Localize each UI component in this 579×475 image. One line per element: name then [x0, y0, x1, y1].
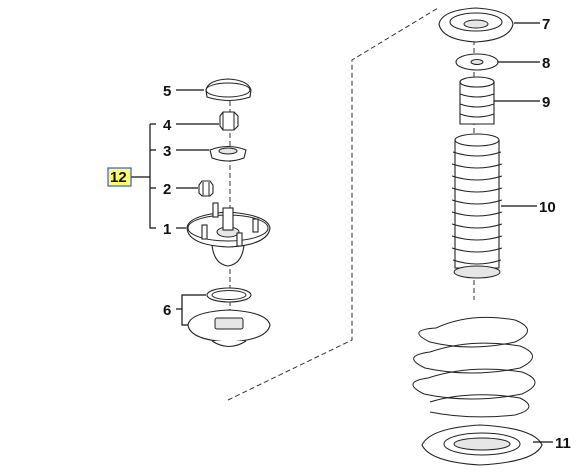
callout-labels: 5 4 3 2 1 6 12 7 8 9 10 11	[107, 16, 571, 452]
kit-12-highlight	[107, 167, 132, 187]
part-8-washer[interactable]	[455, 53, 499, 71]
assembly-reference-lines	[227, 7, 475, 401]
callout-12[interactable]: 12	[110, 169, 127, 186]
callout-1[interactable]: 1	[163, 221, 171, 238]
callout-4[interactable]: 4	[163, 117, 172, 134]
callout-3[interactable]: 3	[163, 143, 171, 160]
part-2-nut[interactable]	[198, 180, 214, 197]
part-7-top-mount[interactable]	[438, 7, 514, 43]
part-3-washer[interactable]	[209, 145, 247, 162]
part-10-dust-boot[interactable]	[451, 133, 503, 279]
part-11-spring-pad[interactable]	[421, 424, 543, 466]
callout-10[interactable]: 10	[539, 199, 556, 216]
part-4-nut[interactable]	[219, 111, 239, 131]
callout-6[interactable]: 6	[163, 302, 171, 319]
callout-7[interactable]: 7	[542, 16, 550, 33]
callout-5[interactable]: 5	[163, 83, 171, 100]
leader-lines	[131, 22, 553, 443]
callout-11[interactable]: 11	[555, 435, 571, 452]
spring-reference	[412, 316, 536, 418]
part-1-strut-mount[interactable]	[186, 202, 271, 267]
part-5-cap[interactable]	[205, 78, 252, 102]
callout-8[interactable]: 8	[542, 55, 550, 72]
callout-9[interactable]: 9	[542, 94, 550, 111]
part-6-bearing-set[interactable]	[187, 287, 271, 348]
part-9-bump-stop[interactable]	[459, 76, 495, 125]
callout-2[interactable]: 2	[163, 181, 171, 198]
